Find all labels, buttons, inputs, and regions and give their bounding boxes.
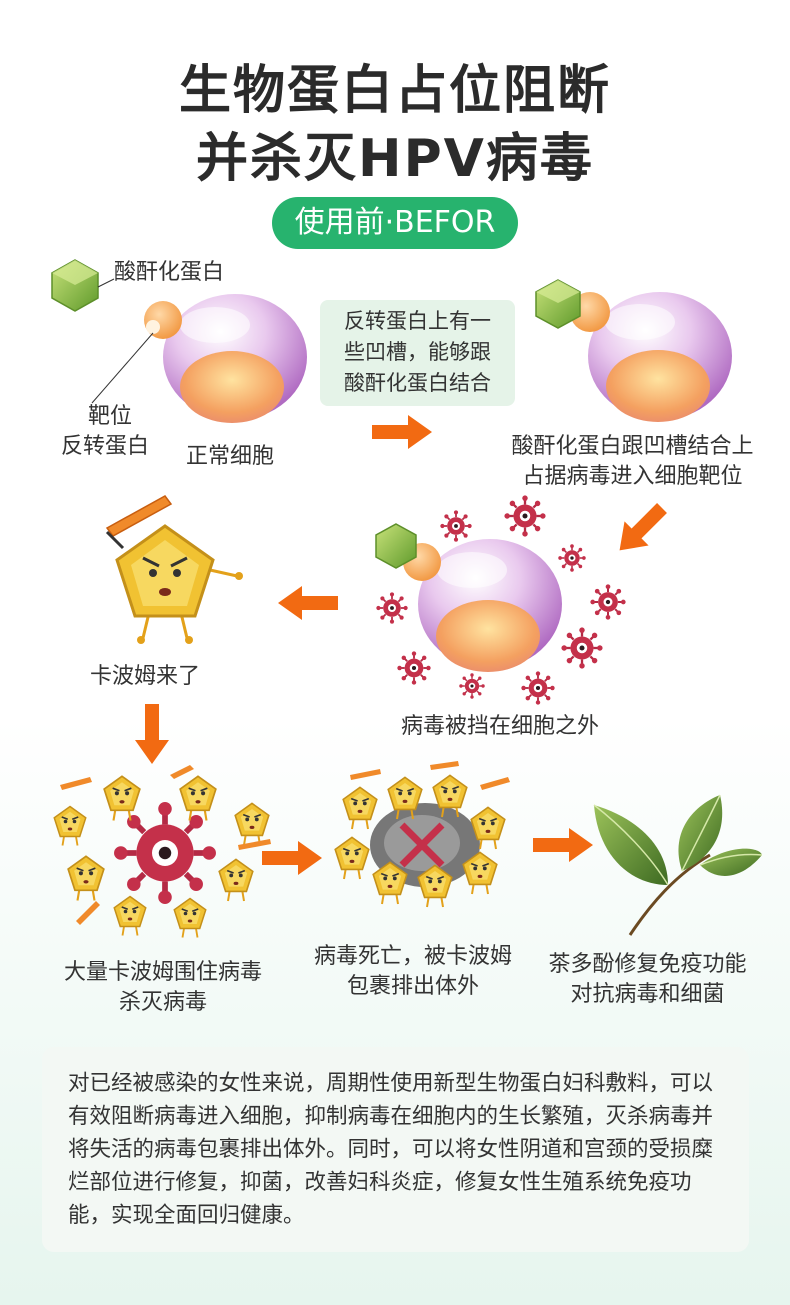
groove-note: 反转蛋白上有一 些凹槽，能够跟 酸酐化蛋白结合 (320, 300, 515, 406)
surround-diagram (53, 765, 271, 939)
label-tea-2: 对抗病毒和细菌 (570, 982, 725, 1007)
anhydride-protein-icon (51, 259, 99, 312)
description-box: 对已经被感染的女性来说，周期性使用新型生物蛋白妇科敷料，可以有效阻断病毒进入细胞… (42, 1047, 749, 1252)
occupied-cell-diagram (535, 279, 732, 422)
blocked-cell-diagram (375, 494, 627, 706)
anhydride-protein-icon (535, 279, 581, 329)
title-line-2: 并杀灭HPV病毒 (196, 129, 594, 189)
note-line-3: 酸酐化蛋白结合 (344, 371, 491, 395)
kabomu-diagram (105, 495, 243, 644)
kabomu-icon (105, 495, 243, 644)
note-line-2: 些凹槽，能够跟 (344, 340, 491, 364)
anhydride-protein-icon (375, 523, 417, 569)
arrow-icon (135, 704, 169, 764)
label-occupy-1: 酸酐化蛋白跟凹槽结合上 (511, 434, 754, 459)
title-line-1: 生物蛋白占位阻断 (178, 61, 611, 121)
description-text: 对已经被感染的女性来说，周期性使用新型生物蛋白妇科敷料，可以有效阻断病毒进入细胞… (68, 1071, 714, 1228)
dead-virus-diagram (334, 761, 510, 909)
label-surround-1: 大量卡波姆围住病毒 (63, 960, 262, 985)
label-dead-2: 包裹排出体外 (346, 974, 479, 999)
cell-icon (588, 292, 732, 422)
label-dead-1: 病毒死亡，被卡波姆 (313, 944, 512, 969)
label-kabomu-come: 卡波姆来了 (89, 664, 200, 689)
label-normal-cell: 正常细胞 (185, 444, 274, 469)
cell-icon (163, 294, 307, 423)
label-reverse-protein: 反转蛋白 (60, 434, 149, 459)
note-line-1: 反转蛋白上有一 (344, 309, 491, 333)
label-anhydride-protein: 酸酐化蛋白 (114, 260, 225, 285)
arrow-icon (372, 415, 432, 449)
label-blocked: 病毒被挡在细胞之外 (400, 714, 599, 739)
tea-leaf-icon (593, 794, 763, 936)
normal-cell-diagram (51, 259, 307, 423)
reverse-protein-icon (144, 301, 182, 339)
before-badge: 使用前·BEFOR (272, 197, 518, 249)
arrow-icon (262, 841, 322, 875)
cell-icon (418, 539, 562, 672)
tea-leaf-diagram (593, 794, 763, 936)
arrow-icon (278, 586, 338, 620)
label-target: 靶位 (87, 404, 132, 429)
label-occupy-2: 占据病毒进入细胞靶位 (522, 464, 743, 489)
label-tea-1: 茶多酚修复免疫功能 (548, 952, 747, 977)
label-surround-2: 杀灭病毒 (118, 990, 207, 1015)
